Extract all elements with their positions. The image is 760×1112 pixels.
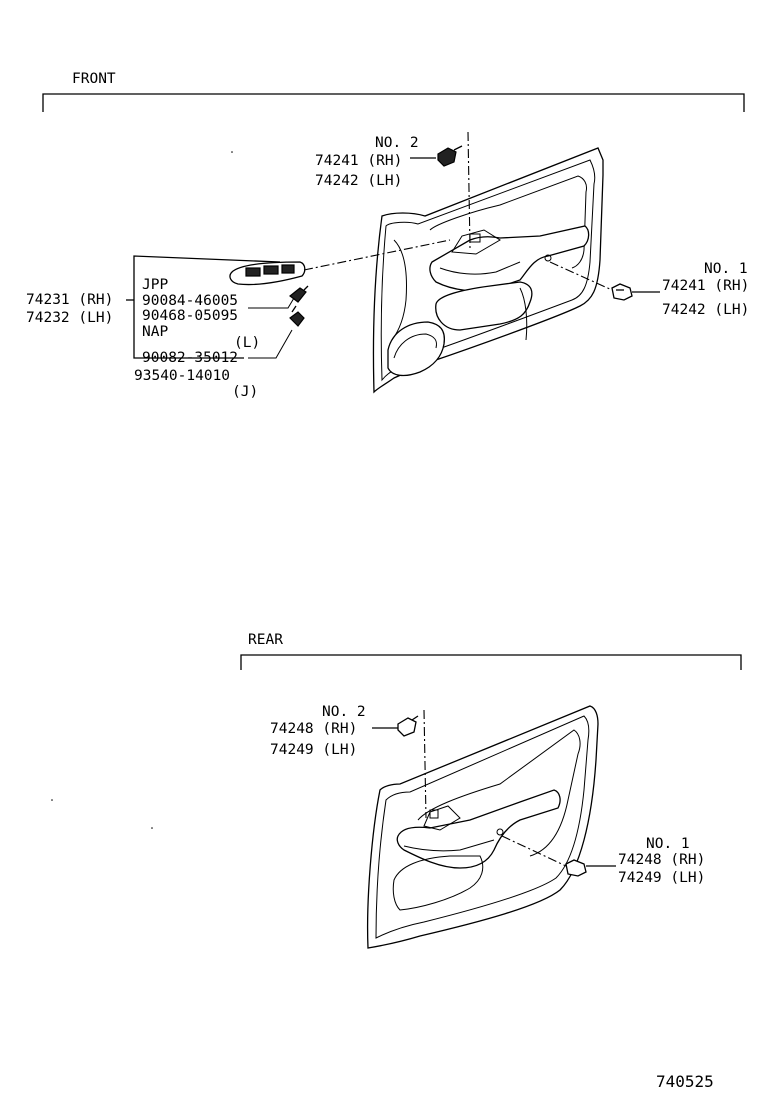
rear-clip-no2-label: NO. 2: [322, 704, 366, 720]
speck: [151, 827, 153, 829]
front-clip-no2-rh: 74241 (RH): [315, 153, 402, 169]
rear-clip-no2-dashline: [423, 709, 427, 819]
switch-base-rh: 74231 (RH): [26, 292, 113, 308]
switch-base-dashline: [303, 239, 451, 271]
rear-clip-no1-label: NO. 1: [646, 836, 690, 852]
rear-section-title: REAR: [248, 632, 283, 648]
window-switch-base-icon: [229, 261, 306, 286]
rear-clip-no1-rh: 74248 (RH): [618, 852, 705, 868]
nut-icon: [289, 305, 305, 327]
switch-base-group-bracket: [133, 255, 281, 359]
rear-clip-no2-lh: 74249 (LH): [270, 742, 357, 758]
rear-section: REAR NO. 2 74248 (RH) 74249 (LH): [240, 632, 742, 949]
front-clip-no2-dashline: [467, 131, 471, 249]
speck: [231, 151, 233, 153]
part-l-mark: (L): [234, 335, 260, 351]
speck: [51, 799, 53, 801]
rear-clip-no1-dashline: [501, 835, 567, 867]
switch-base-lh: 74232 (LH): [26, 310, 113, 326]
part-93540-14010: 93540-14010: [134, 368, 230, 384]
front-section-title: FRONT: [72, 71, 116, 87]
rear-door-trim-panel: [366, 705, 599, 949]
diagram-number: 740525: [656, 1072, 714, 1091]
front-clip-no1-dashline: [549, 261, 613, 291]
part-nap-label: NAP: [142, 324, 168, 340]
nut-leader: [248, 329, 293, 359]
front-section: FRONT: [26, 71, 749, 400]
front-clip-no1-lh: 74242 (LH): [662, 302, 749, 318]
part-90468-05095: 90468-05095: [142, 308, 238, 324]
part-j-mark: (J): [232, 384, 258, 400]
front-clip-no2-label: NO. 2: [375, 135, 419, 151]
front-clip-no2-icon: [437, 145, 463, 167]
rear-clip-no2-rh: 74248 (RH): [270, 721, 357, 737]
part-jpp-label: JPP: [142, 277, 168, 293]
front-clip-no1-rh: 74241 (RH): [662, 278, 749, 294]
part-90082-35012: 90082-35012: [142, 350, 238, 366]
front-clip-no1-label: NO. 1: [704, 261, 748, 277]
part-90084-46005: 90084-46005: [142, 293, 238, 309]
rear-section-bracket: [240, 654, 742, 670]
front-clip-no2-lh: 74242 (LH): [315, 173, 402, 189]
screw-leader: [248, 297, 295, 309]
front-clip-no1-icon: [611, 283, 633, 301]
rear-clip-no2-icon: [397, 715, 419, 737]
rear-clip-no1-lh: 74249 (LH): [618, 870, 705, 886]
front-section-bracket: [42, 93, 745, 112]
rear-clip-no1-icon: [565, 859, 587, 877]
